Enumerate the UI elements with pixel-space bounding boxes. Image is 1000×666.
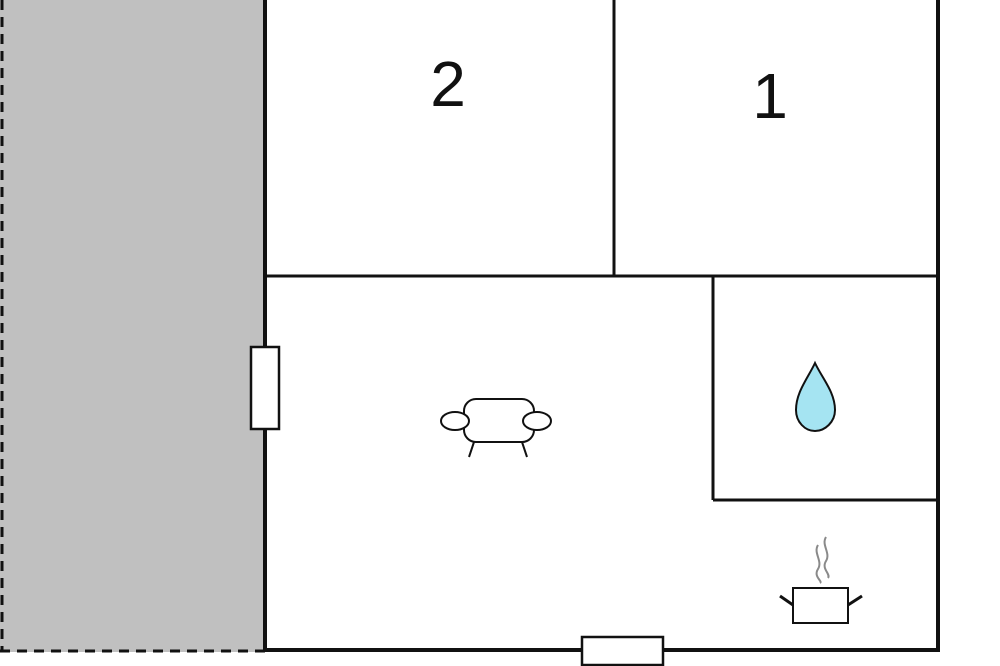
window-left — [249, 345, 281, 431]
interior-walls — [265, 0, 938, 502]
room-1-label: 1 — [752, 60, 788, 132]
cooking-pot-icon — [779, 536, 863, 624]
window-bottom — [580, 635, 665, 666]
exterior-walls — [263, 0, 940, 652]
sofa-icon — [440, 398, 552, 458]
terrace-area — [0, 0, 265, 653]
water-drop-icon — [794, 360, 837, 433]
room-2-label: 2 — [430, 48, 466, 120]
